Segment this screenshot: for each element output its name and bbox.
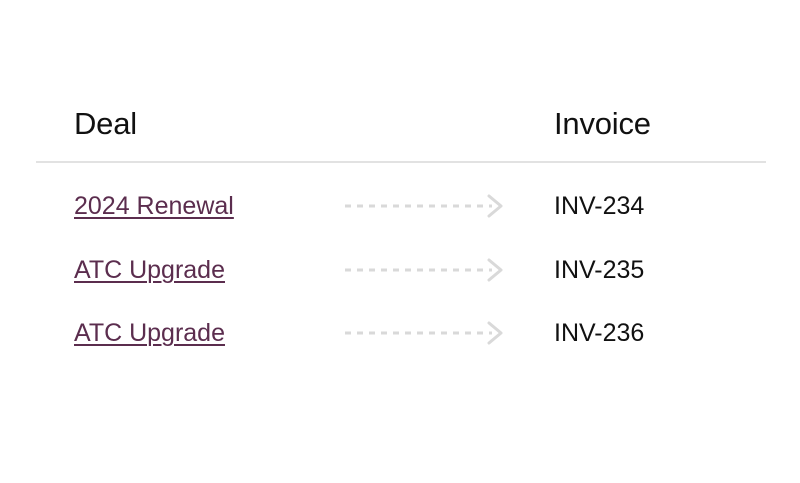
table-row: ATC Upgrade INV-236 [0, 315, 800, 351]
invoice-id: INV-234 [554, 192, 645, 220]
dashed-arrow-right-icon [345, 321, 503, 345]
table-header: Deal Invoice [0, 104, 800, 144]
header-divider [36, 161, 766, 163]
deal-link[interactable]: 2024 Renewal [74, 192, 234, 220]
table-row: ATC Upgrade INV-235 [0, 252, 800, 288]
table-row: 2024 Renewal INV-234 [0, 188, 800, 224]
invoice-id: INV-236 [554, 319, 645, 347]
column-header-deal: Deal [74, 106, 137, 141]
deal-link[interactable]: ATC Upgrade [74, 256, 225, 284]
deal-link[interactable]: ATC Upgrade [74, 319, 225, 347]
invoice-id: INV-235 [554, 256, 645, 284]
dashed-arrow-right-icon [345, 194, 503, 218]
column-header-invoice: Invoice [554, 106, 651, 141]
dashed-arrow-right-icon [345, 258, 503, 282]
